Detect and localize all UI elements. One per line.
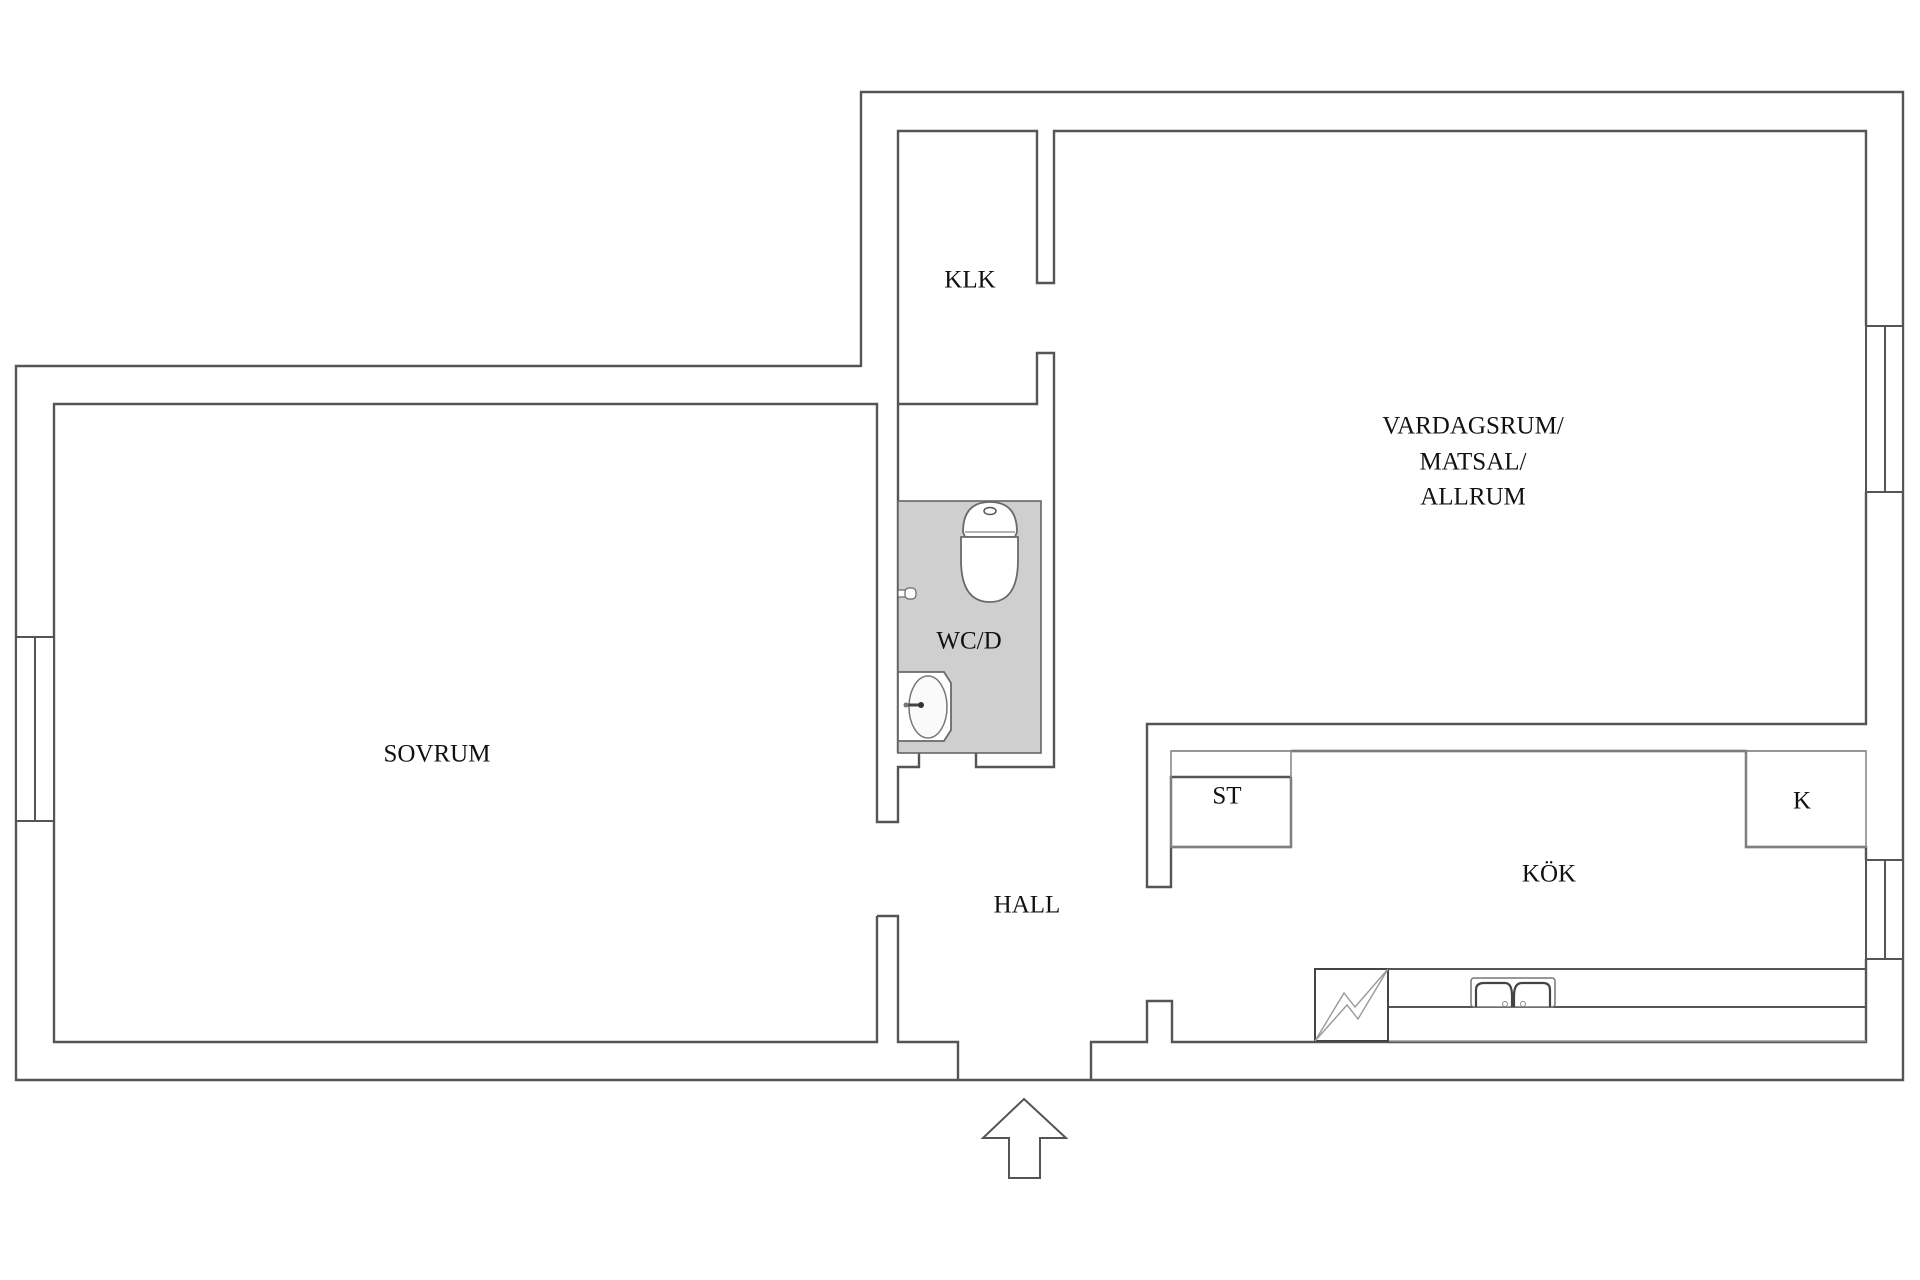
room-label-hall: HALL bbox=[994, 892, 1061, 919]
window-icon bbox=[15, 636, 55, 822]
toilet-icon bbox=[960, 501, 1019, 603]
washbasin-icon bbox=[897, 671, 952, 742]
window-icon bbox=[1865, 859, 1904, 960]
sovrum-door-jamb bbox=[877, 914, 960, 1080]
kitchen-right-wall bbox=[1089, 959, 1868, 1080]
room-label-vardagsrum-3: ALLRUM bbox=[1420, 484, 1526, 511]
stove-icon bbox=[1314, 968, 1389, 1042]
sovrum-inner-wall bbox=[52, 402, 921, 1044]
kitchen-counter bbox=[1388, 968, 1866, 1042]
klk-wall bbox=[896, 129, 1868, 404]
living-kitchen-wall bbox=[1145, 492, 1868, 889]
room-label-st: ST bbox=[1212, 783, 1241, 810]
klk-lower-wall bbox=[898, 351, 1056, 769]
double-sink-icon bbox=[1470, 977, 1556, 1008]
room-label-vardagsrum-2: MATSAL/ bbox=[1420, 449, 1527, 476]
window-icon bbox=[1865, 325, 1904, 493]
room-label-wc: WC/D bbox=[936, 628, 1001, 655]
room-label-klk: KLK bbox=[944, 267, 995, 294]
room-label-sovrum: SOVRUM bbox=[384, 741, 491, 768]
shower-tap-icon bbox=[897, 587, 917, 600]
entrance-arrow-icon bbox=[980, 1097, 1069, 1179]
kitchen-top-counter bbox=[1291, 749, 1868, 860]
room-label-k: K bbox=[1793, 788, 1811, 815]
room-label-vardagsrum-1: VARDAGSRUM/ bbox=[1382, 413, 1564, 440]
room-label-kok: KÖK bbox=[1522, 861, 1576, 888]
